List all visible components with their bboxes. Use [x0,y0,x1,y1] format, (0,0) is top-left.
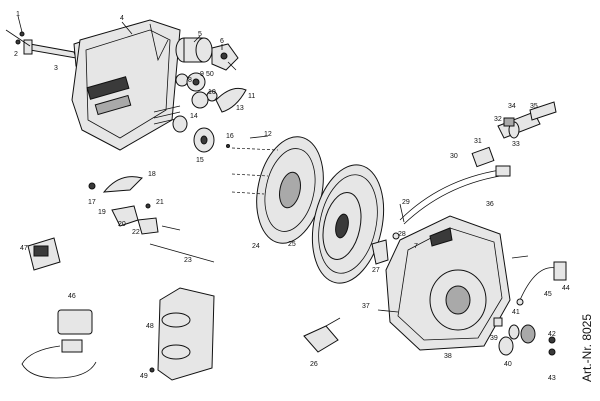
callout-45: 45 [544,291,552,298]
callout-3: 3 [54,65,58,72]
callout-35: 35 [530,103,538,110]
callout-16: 16 [226,133,234,140]
callout-43: 43 [548,375,556,382]
housing-left-part [71,19,181,151]
callout-28: 28 [398,231,406,238]
callout-17: 17 [88,199,96,206]
gear-part [175,72,218,109]
callout-27: 27 [372,267,380,274]
callout-39: 39 [490,335,498,342]
callout-24: 24 [252,243,260,250]
gear-bracket-part [211,43,239,71]
callout-44: 44 [562,285,570,292]
callout-13: 13 [236,105,244,112]
belt-part [215,87,247,113]
callout-9: 9 [200,71,204,78]
callout-40: 40 [504,361,512,368]
threaded-rod-part [149,243,215,263]
callout-12: 12 [264,131,272,138]
screw-part [15,31,25,45]
callout-29: 29 [402,199,410,206]
callout-34: 34 [508,103,516,110]
callout-33: 33 [512,141,520,148]
callout-36: 36 [486,201,494,208]
clip-part [88,176,143,193]
callout-47: 47 [20,245,28,252]
wall-bracket-part [149,287,215,381]
callout-1: 1 [16,11,20,18]
hose-coupling-part [471,101,557,177]
callout-19: 19 [98,209,106,216]
charger-part [21,309,97,379]
callout-10: 10 [208,89,216,96]
callout-15: 15 [196,157,204,164]
callout-42: 42 [548,331,556,338]
callout-49: 49 [140,373,148,380]
article-number: Art.-Nr. 8025 [580,313,594,383]
article-number-box: Art.-Nr. 8025 [578,300,596,396]
callout-41: 41 [512,309,520,316]
callout-32: 32 [494,116,502,123]
callout-23: 23 [184,257,192,264]
valve-part [493,261,567,356]
callout-48: 48 [146,323,154,330]
callout-37: 37 [362,303,370,310]
callout-11: 11 [248,93,255,100]
callout-38: 38 [444,353,452,360]
pulley-part [172,115,230,153]
reel-disc-part [231,136,324,244]
callout-14: 14 [190,113,198,120]
callout-4: 4 [120,15,124,22]
sensor-part [303,317,341,353]
reel-drum-part [311,164,385,284]
callout-labels: 1 2 3 4 5 6 7 8 9 10 11 12 13 14 15 16 1… [14,11,570,382]
callout-31: 31 [474,138,482,145]
callout-22: 22 [132,229,140,236]
callout-2: 2 [14,51,18,58]
latch-part [111,203,159,235]
battery-part [27,237,61,271]
callout-20: 20 [118,221,126,228]
callout-18: 18 [148,171,156,178]
callout-6: 6 [220,38,224,45]
callout-8: 8 [188,77,192,84]
callout-30: 30 [450,153,458,160]
hose-guide-part [371,169,501,265]
callout-26: 26 [310,361,318,368]
callout-7: 7 [414,243,418,250]
callout-21: 21 [156,199,164,206]
housing-right-part [385,215,511,351]
callout-50: 50 [206,71,214,78]
callout-5: 5 [198,31,202,38]
callout-46: 46 [68,293,76,300]
callout-25: 25 [288,241,296,248]
motor-part [175,37,213,63]
leader-lines [17,15,529,313]
